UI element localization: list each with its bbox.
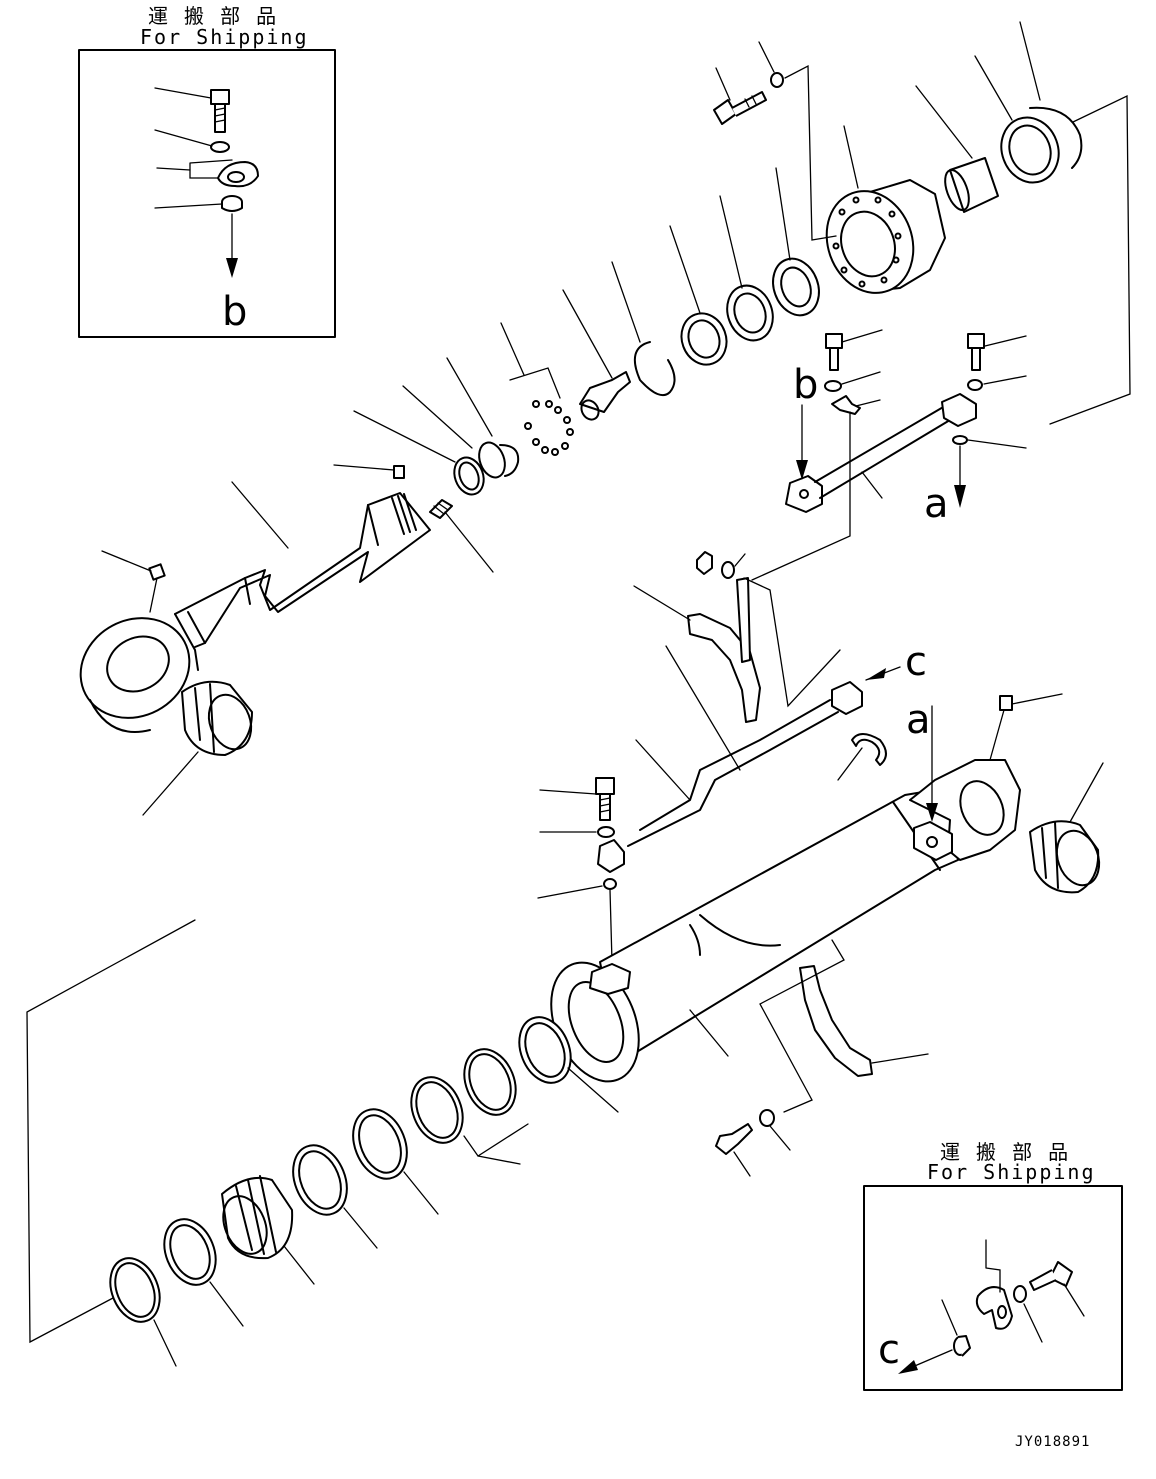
shipping-clamp-2 (975, 1239, 1013, 1330)
shipping-box-top-title-en: For Shipping (140, 25, 309, 49)
nut-and-washer (696, 551, 746, 579)
shipping-box-top-ref: b (222, 289, 248, 335)
hose-bolt (537, 777, 617, 963)
piston-ring-b (410, 1048, 529, 1165)
head-snap-ring (1019, 21, 1083, 169)
shipping-box-top (78, 49, 336, 338)
cylinder-head (825, 125, 946, 294)
head-bushing (915, 85, 999, 213)
shipping-box-bottom (863, 1185, 1123, 1391)
rod-rings (353, 357, 520, 496)
bracket-lower (759, 939, 929, 1113)
drawing-code: JY018891 (1015, 1434, 1091, 1450)
hose-clamp (837, 733, 887, 781)
head-bolt (713, 67, 767, 125)
piston-ring-a (518, 1016, 619, 1113)
rod-bushing (142, 680, 253, 816)
cylinder-grease-fitting (989, 693, 1063, 761)
shipping-clamp (156, 159, 259, 188)
piston-ring-e (163, 1218, 244, 1327)
piston-ring-f (109, 1257, 177, 1367)
head-group-leader (1049, 94, 1131, 425)
shipping-box-top-title-jp: 運 搬 部 品 (148, 4, 279, 28)
shipping-washer (154, 129, 230, 153)
head-bolt-washer (758, 41, 837, 241)
rod-seal-3 (772, 167, 820, 317)
upper-pipe-bolt-left (824, 329, 883, 415)
rod-grease-fitting (101, 550, 166, 613)
cylinder-eye (909, 705, 1021, 861)
cylinder-bushing (1029, 762, 1104, 894)
marker-c-hose: c (905, 639, 927, 685)
piston-ring-c (352, 1108, 439, 1215)
rod-plunger (562, 289, 631, 421)
b-arrow (796, 404, 808, 480)
shipping-bolt (154, 87, 230, 133)
rod-screw (429, 499, 494, 573)
hose (597, 666, 901, 873)
piston (221, 1175, 315, 1285)
shipping-washer-2 (1013, 1285, 1043, 1343)
upper-pipe-leader (751, 411, 851, 581)
rod-seal-2 (719, 195, 774, 342)
rod-nut-upper (333, 464, 405, 479)
shipping-box-bottom-title-jp: 運 搬 部 品 (940, 1140, 1071, 1164)
shipping-box-bottom-title-en: For Shipping (927, 1160, 1096, 1184)
shipping-cap-2 (898, 1299, 971, 1374)
shipping-bolt-2 (1029, 1261, 1085, 1317)
rod-balls (500, 322, 574, 456)
shipping-cap (154, 195, 243, 278)
upper-pipe (785, 393, 977, 513)
marker-a-cylinder: a (906, 697, 931, 743)
head-dust-seal (974, 55, 1060, 184)
shipping-box-bottom-ref: c (878, 1327, 900, 1373)
rod-seal-1 (669, 225, 728, 366)
bracket-upper (633, 577, 841, 771)
upper-pipe-bolt-right (952, 333, 1027, 508)
marker-a-upper: a (924, 481, 949, 527)
piston-rod (174, 481, 431, 648)
lower-bolt (715, 1109, 791, 1177)
piston-ring-d (292, 1144, 378, 1249)
piston-group-leader (26, 919, 196, 1344)
marker-b: b (793, 362, 819, 408)
rod-snap-ring (611, 261, 676, 396)
rod-eye (79, 611, 206, 733)
cylinder-tube (550, 789, 959, 1083)
